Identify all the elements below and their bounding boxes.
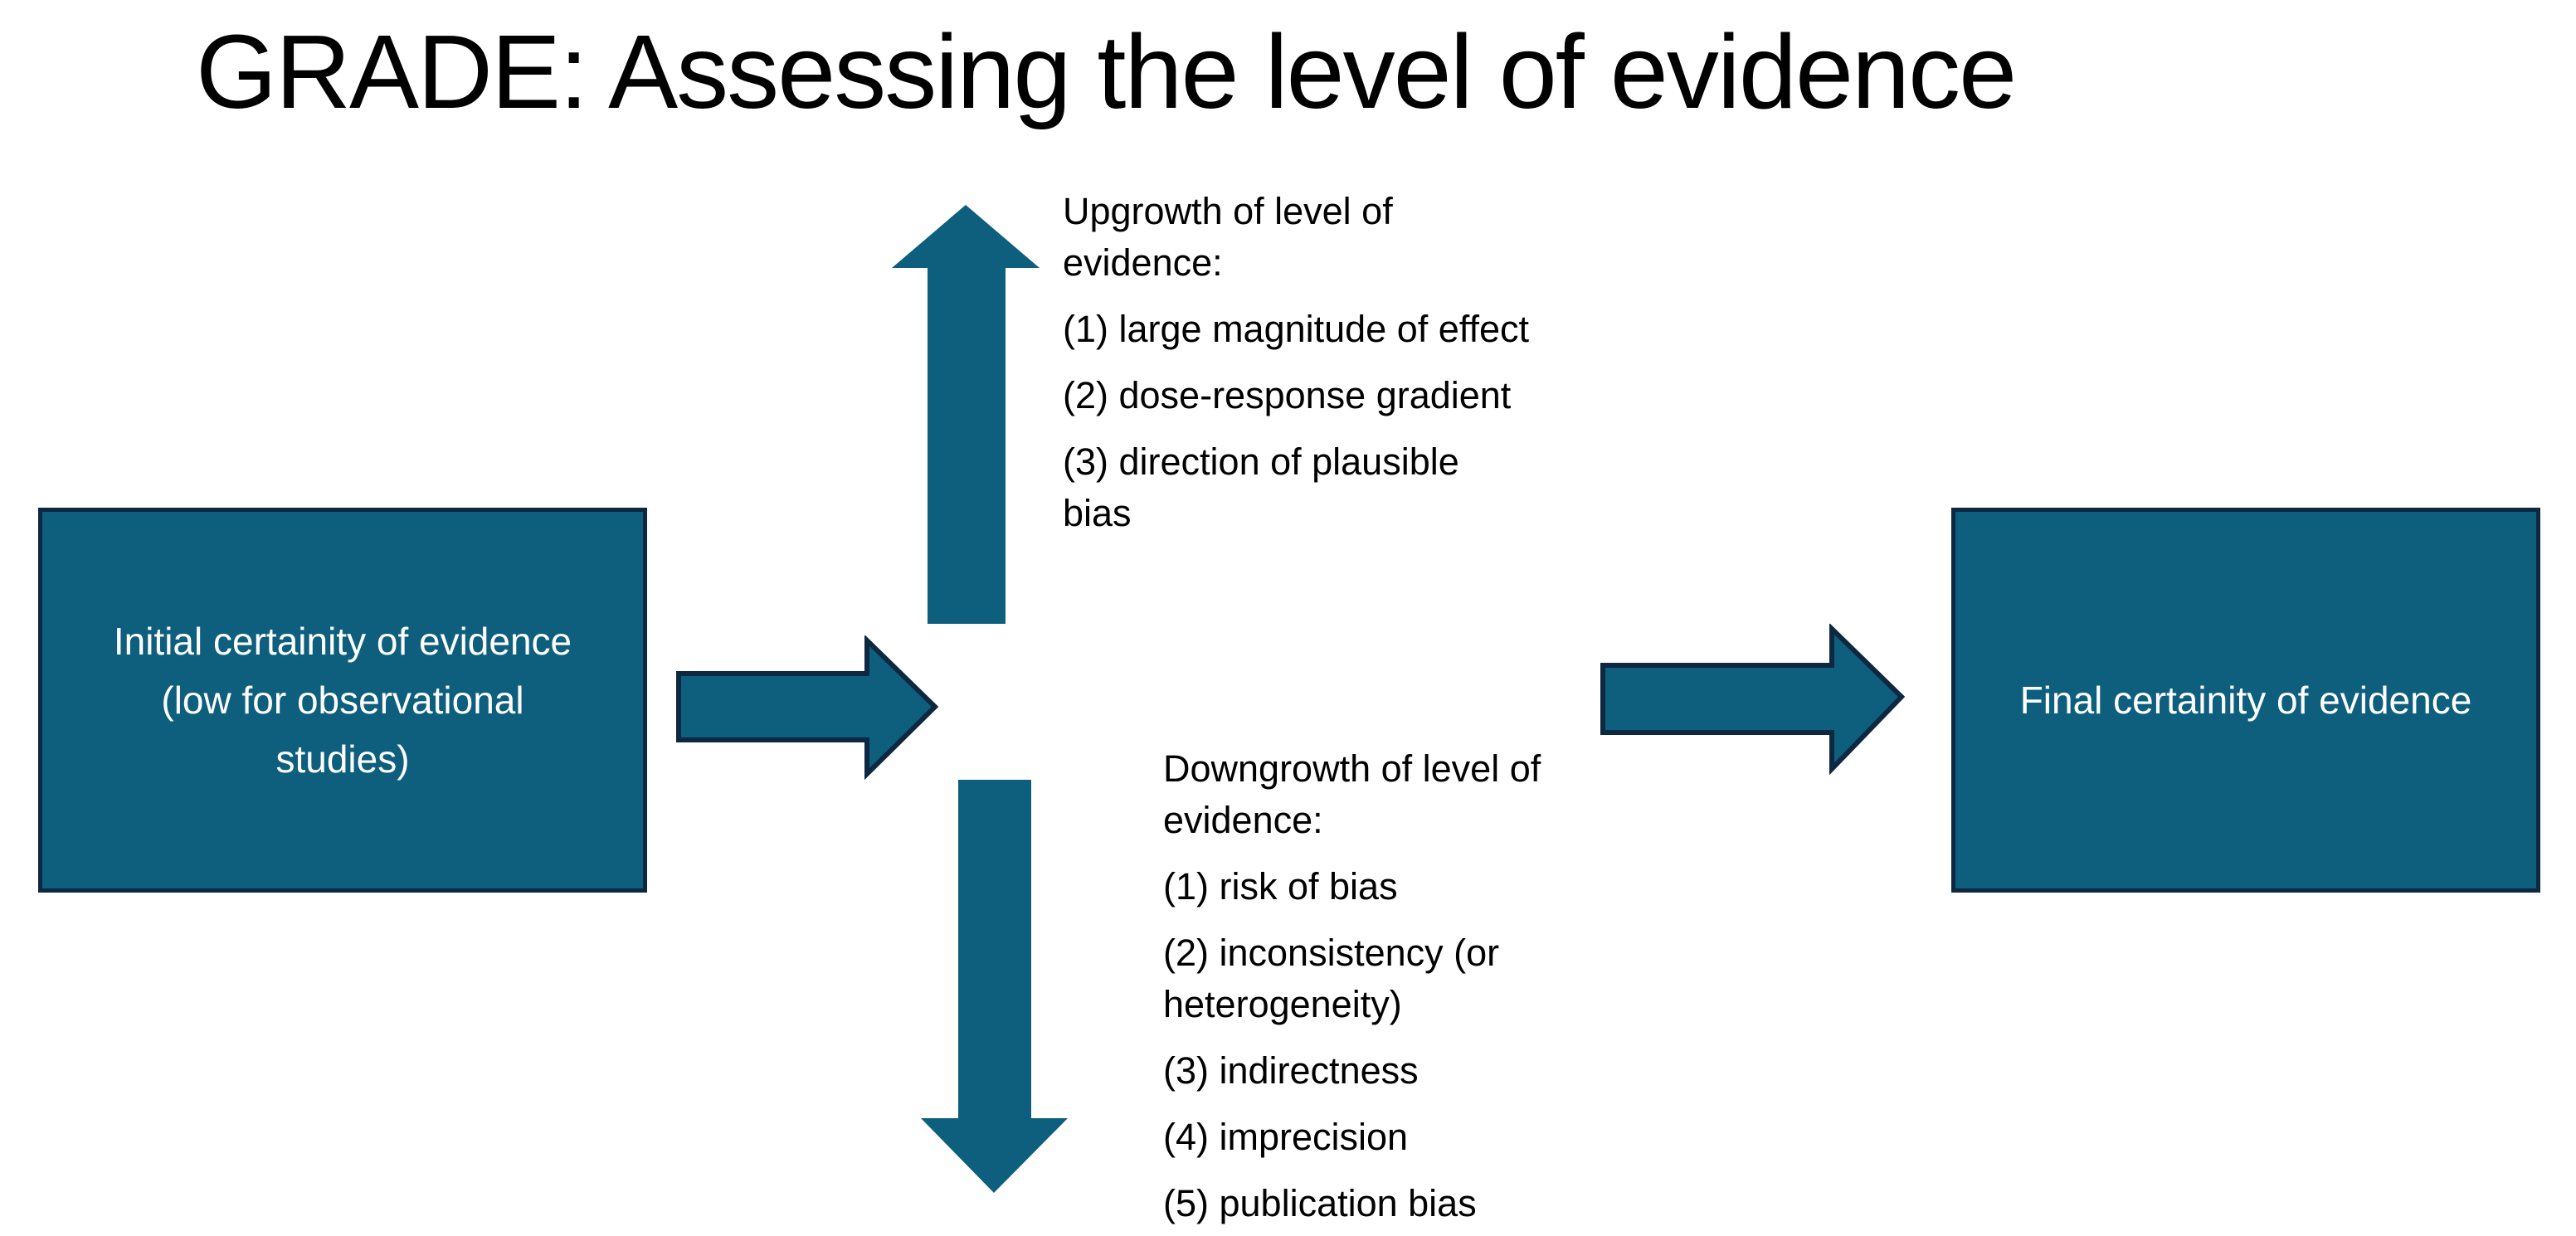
downgrowth-item-2: (2) inconsistency (or heterogeneity) — [1163, 932, 1500, 1025]
upgrowth-item-1: (1) large magnitude of effect — [1063, 308, 1529, 350]
upgrowth-item-2: (2) dose-response gradient — [1063, 374, 1512, 416]
upgrowth-note: Upgrowth of level of evidence: (1) large… — [1063, 186, 1529, 539]
slide-title: GRADE: Assessing the level of evidence — [196, 13, 2017, 130]
downgrowth-heading-line: Downgrowth of level of — [1163, 747, 1541, 790]
initial-certainty-box: Initial certainity of evidence (low for … — [38, 508, 647, 893]
initial-certainty-line: studies) — [275, 737, 410, 781]
initial-certainty-line: (low for observational — [161, 678, 524, 722]
flow-arrow-final-icon — [1600, 624, 1906, 775]
downgrowth-note: Downgrowth of level of evidence: (1) ris… — [1163, 743, 1541, 1229]
upgrowth-heading: Upgrowth of level of evidence: — [1063, 186, 1529, 289]
downgrowth-item-1: (1) risk of bias — [1163, 865, 1398, 908]
upgrowth-heading-line: Upgrowth of level of — [1063, 190, 1393, 232]
final-certainty-box: Final certainity of evidence — [1951, 508, 2540, 893]
downgrowth-item-3: (3) indirectness — [1163, 1049, 1419, 1092]
downgrowth-heading-line: evidence: — [1163, 799, 1323, 841]
downgrowth-item-4: (4) imprecision — [1163, 1116, 1409, 1158]
down-arrow-icon — [921, 780, 1068, 1193]
upgrowth-heading-line: evidence: — [1063, 241, 1223, 284]
downgrowth-heading: Downgrowth of level of evidence: — [1163, 743, 1541, 846]
up-arrow-icon — [892, 205, 1040, 624]
flow-arrow-initial-icon — [676, 635, 939, 780]
final-certainty-line: Final certainity of evidence — [2019, 678, 2472, 722]
downgrowth-item-5: (5) publication bias — [1163, 1182, 1477, 1224]
initial-certainty-line: Initial certainity of evidence — [113, 619, 572, 663]
upgrowth-item-3: (3) direction of plausible bias — [1063, 440, 1459, 534]
